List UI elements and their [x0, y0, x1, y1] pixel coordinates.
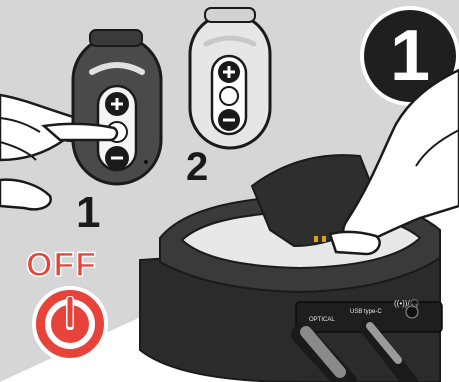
mic-button-icon: [220, 87, 238, 105]
optical-port-label: OPTICAL: [309, 317, 335, 324]
step-badge: 1: [364, 10, 456, 102]
power-off-icon: [34, 288, 106, 360]
device-step-label-1: 1: [76, 191, 100, 235]
usb-port-label: USB type-C: [350, 309, 382, 316]
remote-device-2: [190, 8, 270, 148]
off-label: OFF: [26, 248, 97, 282]
headset-port-label: ((•))/🎧: [394, 300, 420, 307]
finger-icon: [330, 232, 380, 254]
device-step-label-2: 2: [186, 147, 208, 187]
